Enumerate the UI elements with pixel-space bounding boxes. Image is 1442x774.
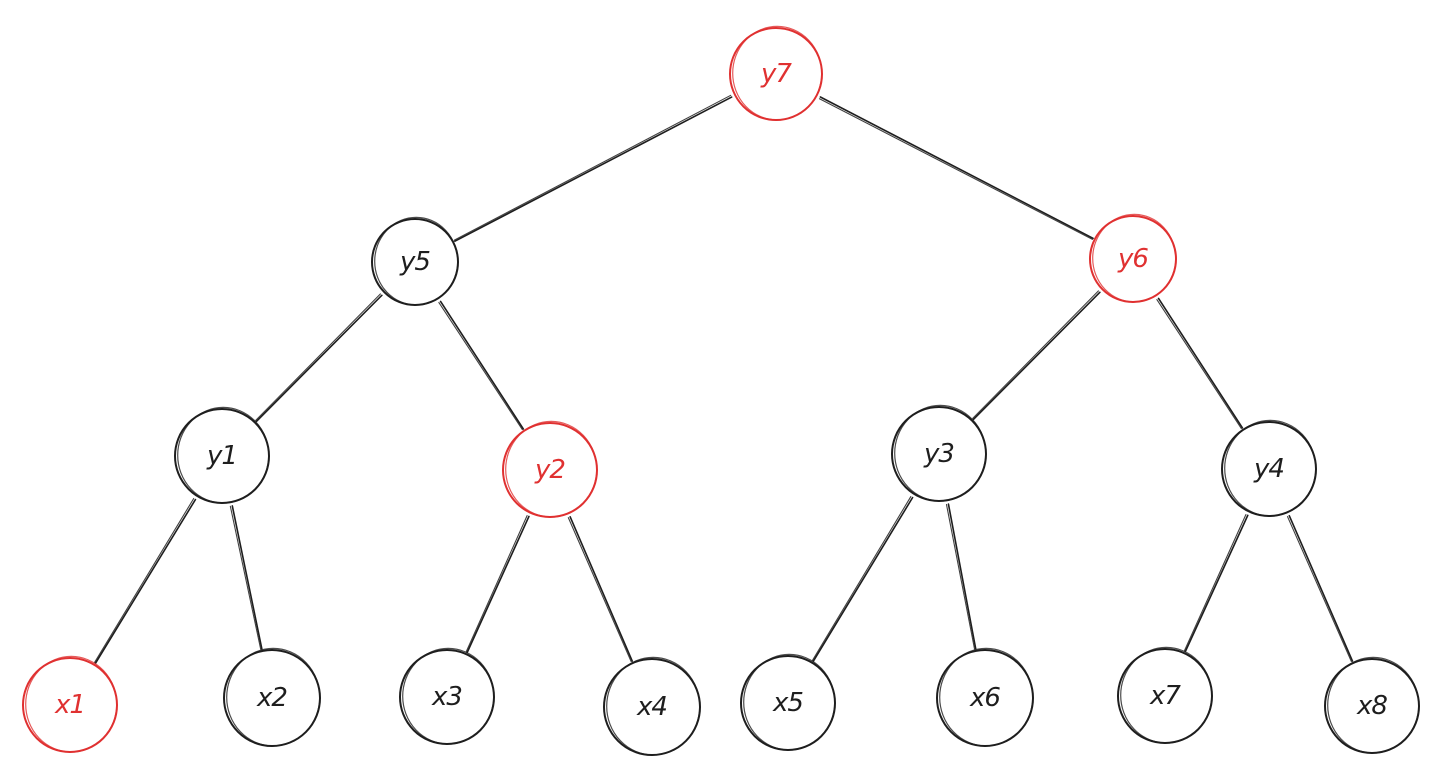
edge-y3-x5 (811, 496, 914, 662)
node-y1: y1 (174, 406, 270, 504)
node-label-y1: y1 (206, 441, 237, 471)
node-label-y7: y7 (760, 59, 792, 89)
edge-y4-x7 (1183, 513, 1249, 653)
node-x7: x7 (1117, 646, 1213, 744)
node-y2: y2 (502, 420, 598, 518)
node-x4: x4 (603, 656, 701, 756)
node-label-y2: y2 (534, 455, 565, 485)
node-label-y3: y3 (923, 439, 954, 469)
edge-y1-x1 (93, 497, 197, 664)
node-label-x8: x8 (1356, 691, 1387, 721)
node-x5: x5 (740, 653, 836, 751)
edge-y1-x2 (229, 505, 263, 650)
edge-y2-x3 (465, 515, 530, 654)
node-x8: x8 (1324, 656, 1420, 754)
edge-y7-y5 (453, 94, 733, 243)
node-label-x7: x7 (1149, 681, 1181, 711)
node-y5: y5 (371, 216, 459, 306)
node-label-x5: x5 (772, 688, 803, 718)
node-label-y4: y4 (1253, 454, 1284, 484)
node-y4: y4 (1221, 419, 1317, 517)
edges-layer (93, 94, 1354, 664)
node-label-x2: x2 (256, 683, 287, 713)
node-x2: x2 (223, 647, 321, 747)
edge-y5-y2 (438, 300, 525, 431)
node-y3: y3 (891, 404, 987, 502)
edge-y2-x4 (567, 516, 634, 663)
edge-y6-y4 (1156, 297, 1244, 430)
edge-y7-y6 (818, 96, 1094, 240)
edge-y6-y3 (972, 290, 1101, 421)
node-label-y6: y6 (1117, 244, 1148, 274)
edge-y5-y1 (255, 293, 383, 423)
node-label-x1: x1 (54, 690, 85, 720)
edge-y4-x8 (1286, 514, 1354, 663)
node-y7: y7 (729, 25, 823, 121)
node-x6: x6 (936, 647, 1034, 747)
node-x3: x3 (399, 647, 495, 745)
node-label-x4: x4 (636, 692, 667, 722)
node-label-x6: x6 (969, 683, 1000, 713)
edge-y3-x6 (945, 503, 977, 650)
nodes-layer: y7 y5 y6 y1 y2 y3 y4 x1 x2 x3 x4 x5 x6 x7 x8 (22, 25, 1420, 756)
node-x1: x1 (22, 655, 118, 753)
node-label-x3: x3 (431, 682, 462, 712)
node-y6: y6 (1089, 213, 1177, 303)
node-label-y5: y5 (399, 247, 430, 277)
